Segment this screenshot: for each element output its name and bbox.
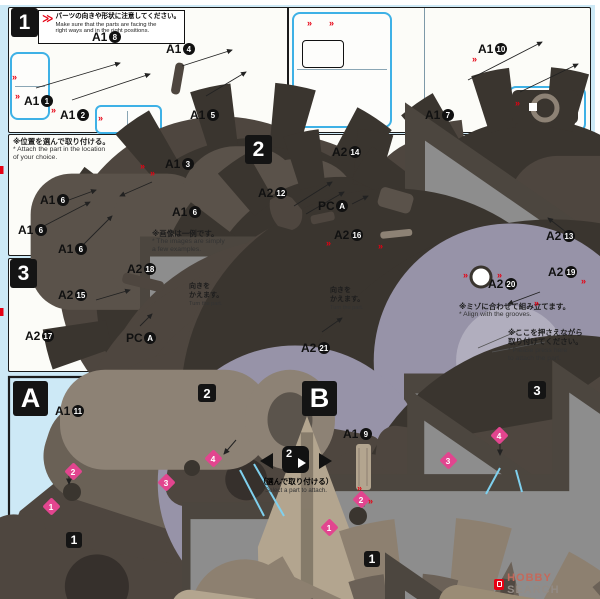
orientation-mark-icon: » — [368, 496, 374, 506]
order-marker-4: 4 — [204, 449, 223, 468]
note-press: ※ここを押さえながら 取り付けてください。 * Please press her… — [508, 328, 583, 362]
step-number-B: B — [302, 381, 337, 416]
orientation-mark-icon: » — [581, 276, 587, 286]
step-number-3: 3 — [10, 259, 37, 288]
step-number-A: A — [13, 381, 48, 416]
inset-step1-middle-detail — [302, 40, 344, 68]
hobby-search-logo-icon — [494, 578, 505, 590]
select-arrow-right-icon — [319, 453, 332, 469]
warning-box: ≫ パーツの向きや形状に注意してください。 Make sure that the… — [38, 10, 185, 44]
orientation-mark-icon: » — [463, 270, 469, 280]
orientation-mark-icon: » — [307, 18, 313, 28]
select-arrow-left-icon — [260, 453, 273, 469]
order-marker-3: 3 — [439, 451, 458, 470]
note-align: ※ミゾに合わせて組み立てます。 * Align with the grooves… — [459, 302, 571, 319]
warning-arrows-icon: ≫ — [42, 13, 54, 25]
warning-text-jp: パーツの向きや形状に注意してください。 — [55, 13, 181, 20]
orientation-mark-icon: » — [15, 91, 21, 101]
orientation-mark-icon: » — [12, 72, 18, 82]
note-turn-2: 向きを かえます。 Turn the part. — [330, 287, 365, 311]
orientation-mark-icon: » — [51, 105, 57, 115]
select-text-en: Select a part to attach. — [265, 487, 327, 494]
watermark-rest: SEARCH — [507, 584, 560, 596]
note-location: ※位置を選んで取り付ける。 * Attach the part in the l… — [13, 137, 110, 162]
watermark-brand: HOBBY — [507, 572, 552, 584]
orientation-mark-icon: » — [357, 483, 363, 493]
order-marker-1: 1 — [42, 497, 61, 516]
note-turn-1: 向きを かえます。 Turn the part. — [189, 283, 224, 307]
panel-divider — [287, 8, 289, 132]
select-text-jp: （選んで取り付ける） — [258, 477, 334, 486]
panel-divider — [424, 8, 425, 132]
step-number-2: 2 — [245, 135, 272, 164]
orientation-mark-icon: » — [534, 298, 540, 308]
orientation-mark-icon: » — [326, 238, 332, 248]
orientation-mark-icon: » — [140, 161, 146, 171]
order-marker-3: 3 — [157, 473, 176, 492]
orientation-mark-icon: » — [329, 18, 335, 28]
step-number-1: 1 — [11, 8, 38, 37]
orientation-mark-icon: » — [378, 241, 384, 251]
step-number-3: 3 — [528, 381, 546, 399]
order-marker-1: 1 — [320, 518, 339, 537]
select-choice-icon: 2 — [282, 446, 309, 473]
step-number-1: 1 — [66, 532, 82, 548]
orientation-mark-icon: » — [497, 270, 503, 280]
order-marker-2: 2 — [64, 462, 83, 481]
select-part-indicator: 2 （選んで取り付ける） Select a part to attach. — [240, 446, 352, 494]
note-examples: ※画像は一例です。 * The images are simply a few … — [152, 229, 225, 254]
orientation-mark-icon: » — [472, 54, 478, 64]
order-marker-4: 4 — [490, 426, 509, 445]
orientation-mark-icon: » — [98, 113, 104, 123]
hobby-search-watermark: HOBBY SEARCH — [494, 572, 600, 596]
step-number-1: 1 — [364, 551, 380, 567]
step-number-2: 2 — [198, 384, 216, 402]
orientation-mark-icon: » — [515, 98, 521, 108]
orientation-mark-icon: » — [150, 168, 156, 178]
